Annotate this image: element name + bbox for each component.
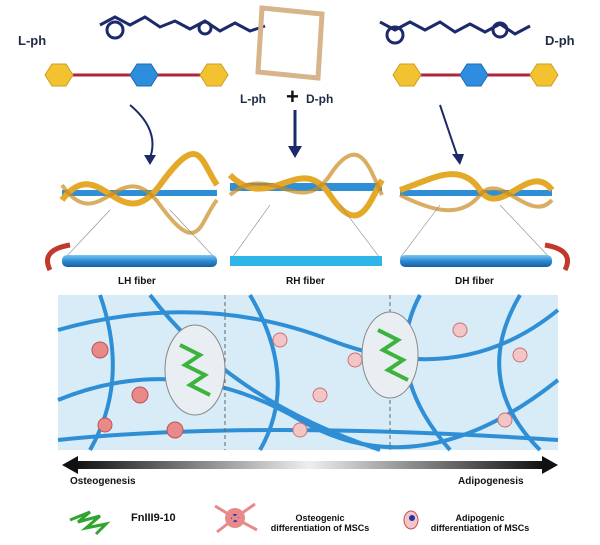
osteogenic-cell-icon [214,502,258,534]
rotation-arrow-right [544,242,570,272]
differentiation-axis [75,461,543,469]
adipogenic-cells [272,322,528,438]
legend-protein-label: FnIII9-10 [131,512,176,524]
legend-osteogenic-label: Osteogenic differentiation of MSCs [255,513,385,533]
lh-fiber [62,255,217,267]
mix-l-ph-label: L-ph [240,92,266,106]
legend-adipogenic-label: Adipogenic differentiation of MSCs [415,513,545,533]
d-ph-chain [392,63,559,87]
l-ph-label: L-ph [18,33,47,48]
rh-fiber-label: RH fiber [286,276,325,287]
helix-right [399,171,555,213]
legend-adipogenic-line1: Adipogenic [455,513,505,523]
rotation-arrow-left [45,242,71,272]
osteogenic-cells [91,341,184,439]
l-ph-molecule [99,15,266,40]
helix-middle [227,152,385,219]
l-ph-chain [44,63,229,87]
osteogenesis-label: Osteogenesis [70,476,136,487]
adipogenesis-label: Adipogenesis [458,476,524,487]
arrow-right [439,104,459,159]
plus-sign: + [286,84,299,109]
d-ph-label: D-ph [545,33,575,48]
d-ph-molecule [379,20,531,45]
arrow-left [129,104,154,159]
dh-fiber-label: DH fiber [455,276,494,287]
protein-legend-icon [69,510,111,536]
macrocycle-frame [255,5,325,81]
dh-fiber [400,255,552,267]
helix-left [59,151,220,235]
legend-adipogenic-line2: differentiation of MSCs [430,523,530,533]
rh-fiber [230,256,382,266]
legend-osteogenic-line2: differentiation of MSCs [270,523,370,533]
legend-osteogenic-line1: Osteogenic [295,513,345,523]
adipogenic-cell-icon [403,510,419,530]
lh-fiber-label: LH fiber [118,276,156,287]
mix-d-ph-label: D-ph [306,92,334,106]
